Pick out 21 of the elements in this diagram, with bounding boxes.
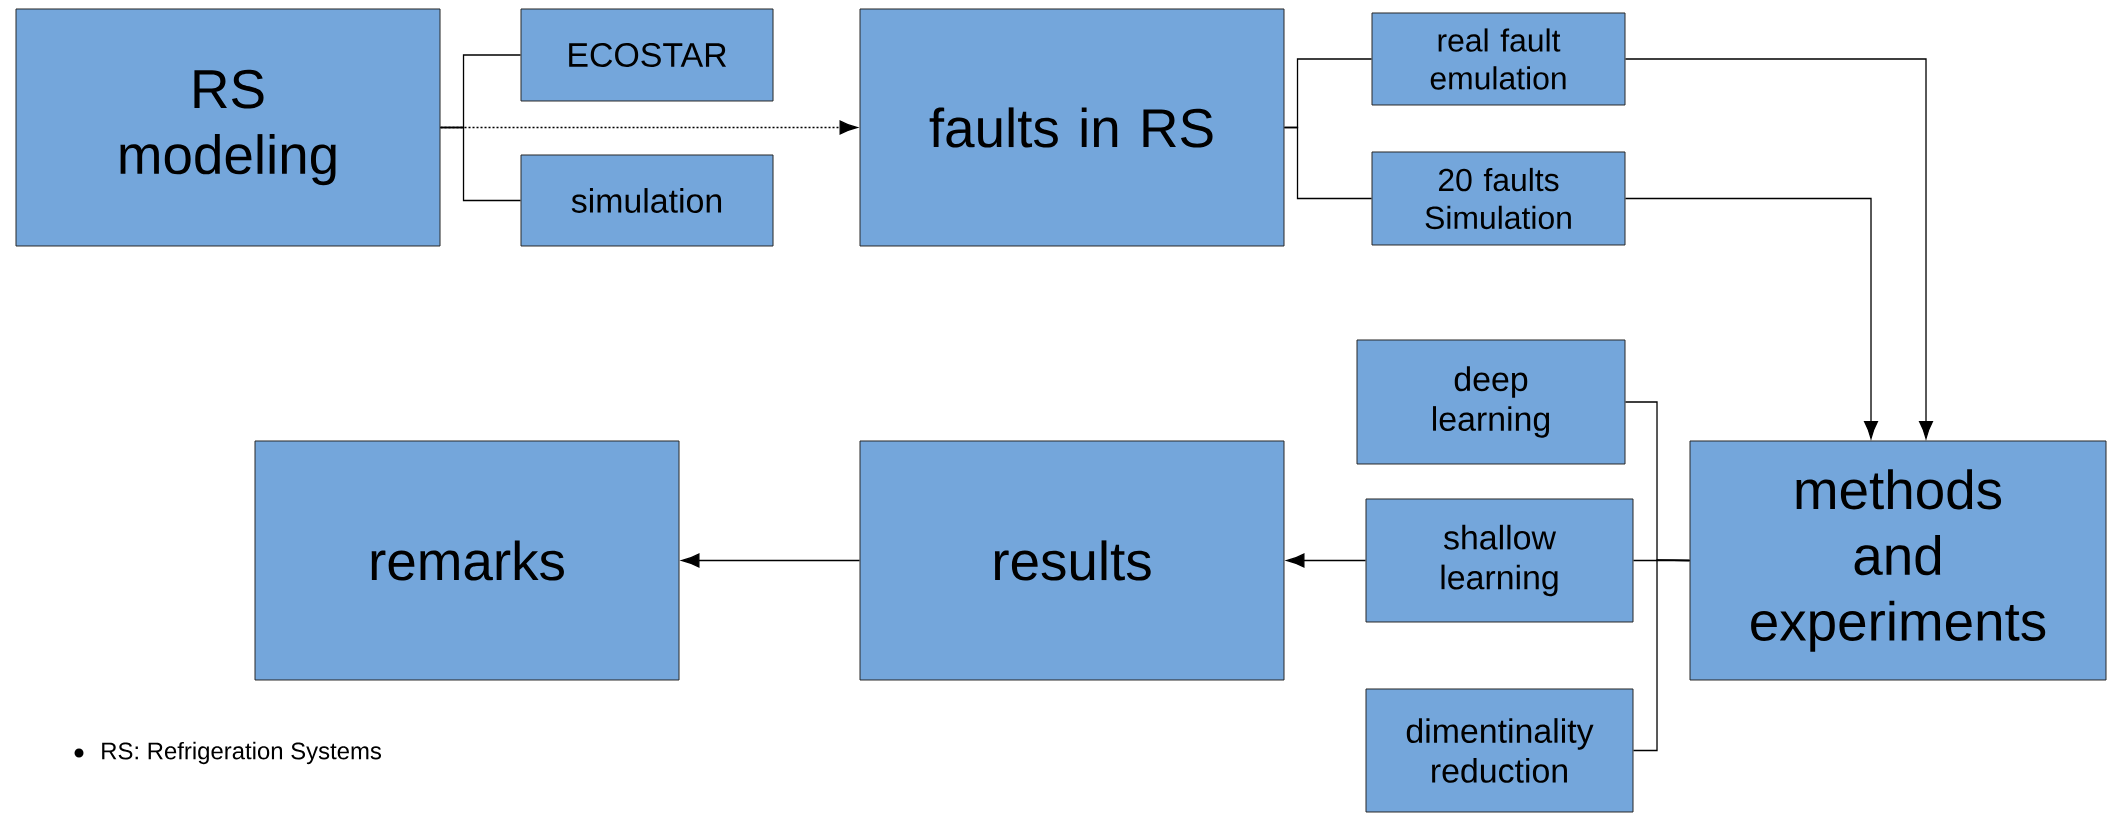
connector (681, 553, 861, 568)
process-box: real fault emulation (1371, 12, 1626, 106)
process-box: faults in RS (859, 8, 1285, 247)
process-box: RS modeling (15, 8, 441, 247)
process-box: results (859, 440, 1285, 681)
connector (1624, 197, 1879, 439)
process-box: remarks (254, 440, 680, 681)
note: RS: Refrigeration Systems (102, 741, 381, 765)
connector (1632, 559, 1691, 752)
connector (439, 120, 858, 135)
process-box: 20 faults Simulation (1371, 151, 1626, 246)
connector (1624, 58, 1934, 439)
process-box: shallow learning (1365, 498, 1634, 623)
connector (1632, 559, 1691, 562)
connector (1283, 126, 1373, 200)
process-box: dimentinality reduction (1365, 688, 1634, 813)
process-box: ECOSTAR (520, 8, 774, 102)
process-box: deep learning (1356, 339, 1626, 465)
process-box: methods and experiments (1689, 440, 2107, 681)
process-box: simulation (520, 154, 774, 247)
connector (1286, 553, 1367, 568)
